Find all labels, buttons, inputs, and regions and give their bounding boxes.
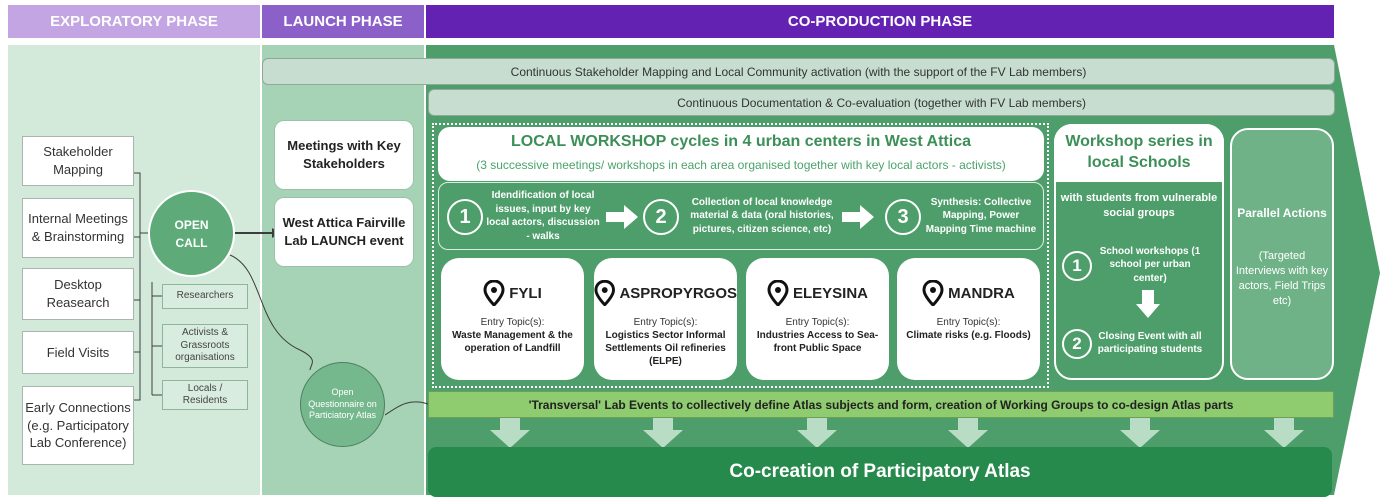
step-3-number: 3 (885, 199, 921, 235)
right-arrow-icon (842, 205, 874, 229)
parallel-actions-box (1230, 128, 1334, 380)
down-arrow-icon (490, 418, 530, 448)
city-entry-label: Entry Topic(s): (480, 317, 545, 328)
right-arrow-icon (606, 205, 638, 229)
step-1-number: 1 (447, 199, 483, 235)
transversal-events-bar: 'Transversal' Lab Events to collectively… (428, 391, 1334, 418)
coproduction-phase-header: CO-PRODUCTION PHASE (426, 5, 1334, 38)
parallel-actions-title: Parallel Actions (1237, 205, 1327, 220)
location-pin-icon (922, 280, 944, 306)
schools-subtitle: with students from vulnerable social gro… (1060, 191, 1218, 219)
location-pin-icon (767, 280, 789, 306)
city-topics: Logistics Sector Informal Settlements Oi… (605, 330, 726, 367)
exploratory-phase-header: EXPLORATORY PHASE (8, 5, 260, 38)
open-call-circle: OPEN CALL (148, 190, 235, 277)
city-topics: Climate risks (e.g. Floods) (906, 330, 1031, 341)
participatory-atlas-bar: Co-creation of Participatory Atlas (428, 447, 1332, 497)
documentation-bar: Continuous Documentation & Co-evaluation… (428, 89, 1335, 116)
meetings-key-stakeholders-box: Meetings with Key Stakeholders (274, 120, 414, 190)
down-arrow-icon (643, 418, 683, 448)
locals-box: Locals / Residents (162, 380, 248, 410)
down-arrow-icon (948, 418, 988, 448)
internal-meetings-box: Internal Meetings & Brainstorming (22, 198, 134, 258)
down-arrow-icon (1264, 418, 1304, 448)
city-topics: Industries Access to Sea-front Public Sp… (756, 330, 879, 354)
desktop-research-box: Desktop Reasearch (22, 268, 134, 320)
city-name: MANDRA (948, 284, 1015, 302)
stakeholder-mapping-box: Stakeholder Mapping (22, 136, 134, 186)
city-name: FYLI (509, 284, 542, 302)
early-connections-box: Early Connections (e.g. Participatory La… (22, 386, 134, 465)
workshop-steps-row (438, 182, 1044, 250)
stakeholder-mapping-bar: Continuous Stakeholder Mapping and Local… (262, 58, 1335, 85)
city-card-mandra: MANDRA Entry Topic(s): Climate risks (e.… (897, 258, 1040, 380)
school-step-2-number: 2 (1062, 329, 1092, 359)
down-arrows (490, 418, 1304, 448)
schools-title: Workshop series in local Schools (1065, 133, 1213, 171)
city-topics: Waste Management & the operation of Land… (452, 330, 573, 354)
city-card-eleysina: ELEYSINA Entry Topic(s): Industries Acce… (746, 258, 889, 380)
step-2-text: Collection of local knowledge material &… (690, 196, 834, 235)
field-visits-box: Field Visits (22, 331, 134, 374)
step-1-text: Idendification of local issues, input by… (486, 190, 600, 242)
city-name: ELEYSINA (792, 284, 868, 302)
launch-phase-header: LAUNCH PHASE (262, 5, 424, 38)
parallel-actions-text: (Targeted Interviews with key actors, Fi… (1235, 250, 1329, 307)
city-entry-label: Entry Topic(s): (936, 317, 1001, 328)
down-arrow-icon (1136, 290, 1160, 318)
open-questionnaire-circle: Open Questionnaire on Particiatory Atlas (300, 362, 385, 447)
workshop-subtitle: (3 successive meetings/ workshops in eac… (476, 158, 1006, 172)
city-card-fyli: FYLI Entry Topic(s): Waste Management & … (441, 258, 584, 380)
city-entry-label: Entry Topic(s): (785, 317, 850, 328)
workshop-title: LOCAL WORKSHOP cycles in 4 urban centers… (511, 133, 971, 150)
down-arrow-icon (797, 418, 837, 448)
step-2-number: 2 (643, 199, 679, 235)
step-3-text: Synthesis: Collective Mapping, Power Map… (925, 196, 1037, 235)
schools-title-box: Workshop series in local Schools (1054, 124, 1224, 182)
city-entry-label: Entry Topic(s): (633, 317, 698, 328)
school-step-2-text: Closing Event with all participating stu… (1097, 330, 1203, 356)
location-pin-icon (594, 280, 615, 306)
school-step-1-number: 1 (1062, 251, 1092, 281)
city-name: ASPROPYRGOS (619, 284, 737, 302)
city-card-aspropyrgos: ASPROPYRGOS Entry Topic(s): Logistics Se… (594, 258, 737, 380)
school-step-1-text: School workshops (1 school per urban cen… (1099, 245, 1201, 284)
location-pin-icon (483, 280, 505, 306)
launch-event-box: West Attica Fairville Lab LAUNCH event (274, 197, 414, 267)
local-workshop-container (432, 123, 1049, 388)
activists-box: Activists & Grassroots organisations (162, 324, 248, 368)
workshop-title-box: LOCAL WORKSHOP cycles in 4 urban centers… (438, 127, 1044, 181)
researchers-box: Researchers (162, 284, 248, 309)
down-arrow-icon (1120, 418, 1160, 448)
